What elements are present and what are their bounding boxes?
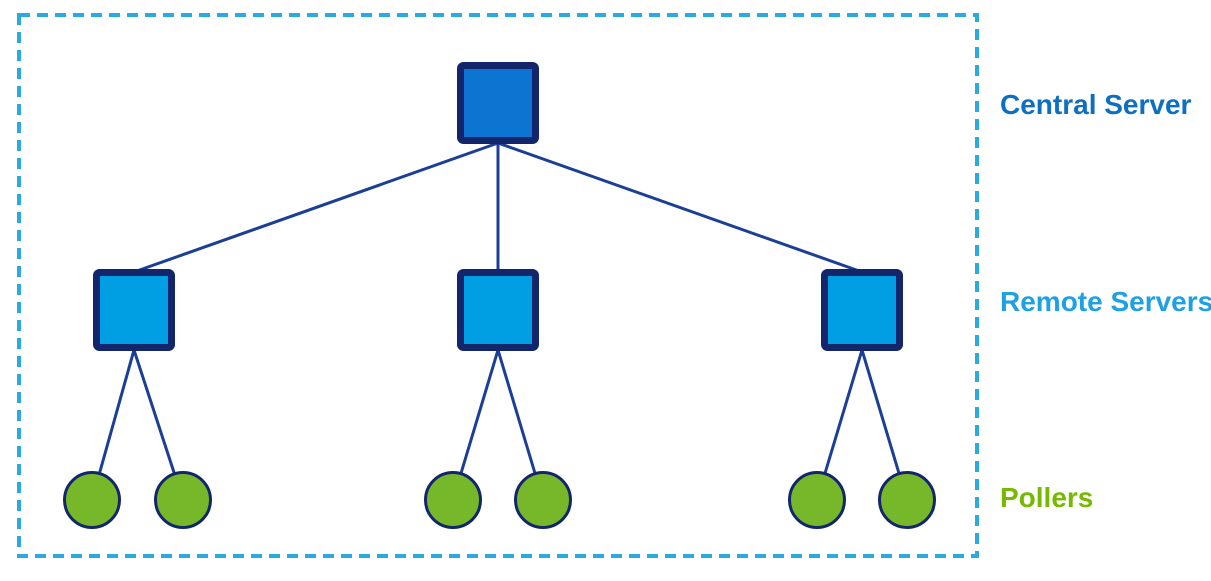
remote-server-node-2: [457, 269, 539, 351]
poller-node-1: [63, 471, 121, 529]
connector-central-to-remote-3: [497, 141, 863, 274]
boundary-dashed-border: [17, 13, 979, 558]
pollers-label: Pollers: [1000, 482, 1094, 513]
remote-server-node-1: [93, 269, 175, 351]
central-server-label: Central Server: [1000, 89, 1192, 120]
remote-servers-label: Remote Servers: [1000, 286, 1211, 317]
connector-central-to-remote-1: [133, 141, 499, 274]
poller-node-4: [514, 471, 572, 529]
poller-node-3: [424, 471, 482, 529]
poller-node-2: [154, 471, 212, 529]
poller-node-5: [788, 471, 846, 529]
central-server-node: [457, 62, 539, 144]
poller-node-6: [878, 471, 936, 529]
remote-server-node-3: [821, 269, 903, 351]
